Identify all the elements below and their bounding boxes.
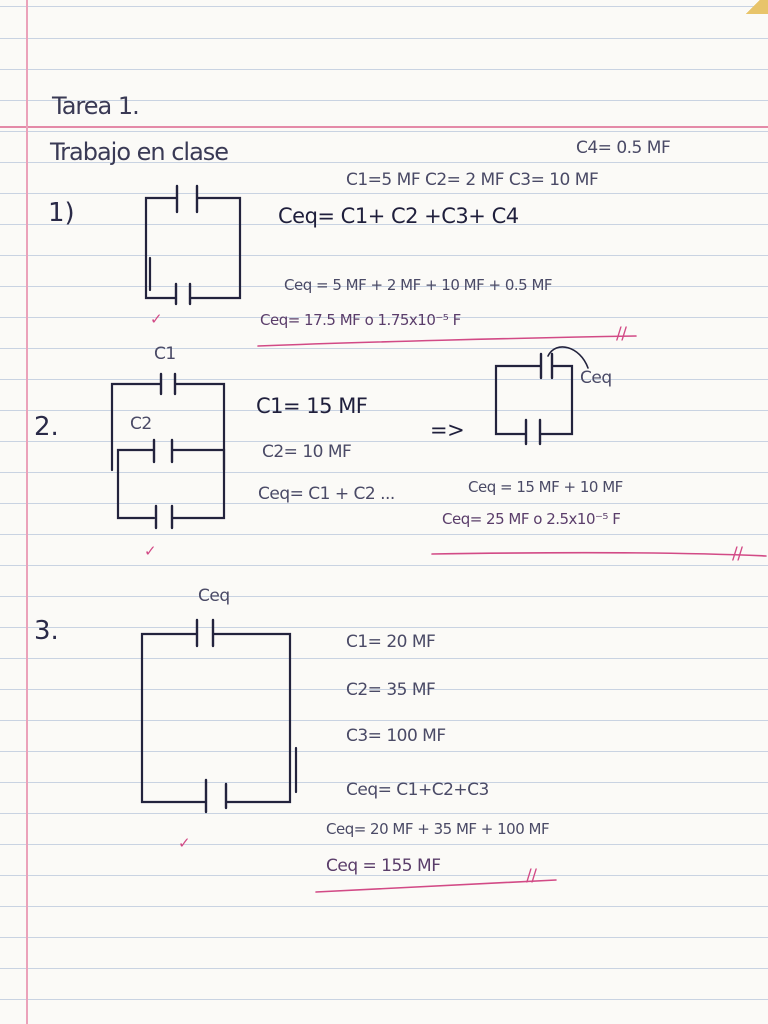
problem-1-given-values: C1=5 MF C2= 2 MF C3= 10 MF: [346, 170, 599, 190]
problem-1-result: Ceq= 17.5 MF o 1.75x10⁻⁵ F: [260, 311, 461, 329]
top-margin-line: [0, 126, 768, 128]
problem-2-equivalent-circuit: [494, 346, 589, 446]
problem-2-label-c2: C2: [130, 414, 152, 434]
problem-3-circuit: [140, 618, 298, 814]
problem-2-c2-value: C2= 10 MF: [262, 442, 352, 462]
problem-3-number: 3.: [34, 616, 59, 646]
problem-1-substitution: Ceq = 5 MF + 2 MF + 10 MF + 0.5 MF: [284, 276, 553, 294]
problem-2-arrow: =>: [430, 418, 465, 442]
problem-2-result: Ceq= 25 MF o 2.5x10⁻⁵ F: [442, 510, 621, 528]
problem-3-ceq-label: Ceq: [198, 586, 230, 606]
problem-1-circuit: [144, 184, 242, 306]
problem-2-underline: [431, 551, 767, 557]
problem-1-number: 1): [48, 198, 75, 228]
problem-2-number: 2.: [34, 412, 59, 442]
problem-2-end-mark: //: [732, 544, 743, 564]
problem-2-ceq-label: Ceq: [580, 368, 612, 388]
problem-2-check-mark: ✓: [144, 542, 157, 560]
page-corner: [738, 0, 768, 14]
problem-2-label-c1: C1: [154, 344, 176, 364]
problem-3-result: Ceq = 155 MF: [326, 856, 441, 876]
problem-1-underline: [257, 335, 637, 347]
page-subtitle: Trabajo en clase: [50, 138, 229, 166]
problem-3-c2-value: C2= 35 MF: [346, 680, 436, 700]
left-margin-line: [26, 0, 28, 1024]
problem-3-c1-value: C1= 20 MF: [346, 632, 436, 652]
problem-1-formula: Ceq= C1+ C2 +C3+ C4: [278, 204, 519, 228]
problem-3-formula: Ceq= C1+C2+C3: [346, 780, 489, 800]
problem-1-check-mark: ✓: [150, 310, 163, 328]
problem-2-circuit: [110, 372, 226, 530]
page-title: Tarea 1.: [52, 92, 140, 120]
problem-3-c3-value: C3= 100 MF: [346, 726, 446, 746]
problem-3-underline: [315, 879, 557, 893]
problem-1-end-mark: //: [616, 324, 627, 344]
problem-1-c4-value: C4= 0.5 MF: [576, 138, 671, 158]
problem-2-substitution: Ceq = 15 MF + 10 MF: [468, 478, 623, 496]
problem-2-formula: Ceq= C1 + C2 ...: [258, 484, 395, 504]
problem-2-c1-value: C1= 15 MF: [256, 394, 368, 418]
problem-3-end-mark: //: [526, 866, 537, 886]
problem-3-check-mark: ✓: [178, 834, 191, 852]
problem-3-substitution: Ceq= 20 MF + 35 MF + 100 MF: [326, 820, 550, 838]
